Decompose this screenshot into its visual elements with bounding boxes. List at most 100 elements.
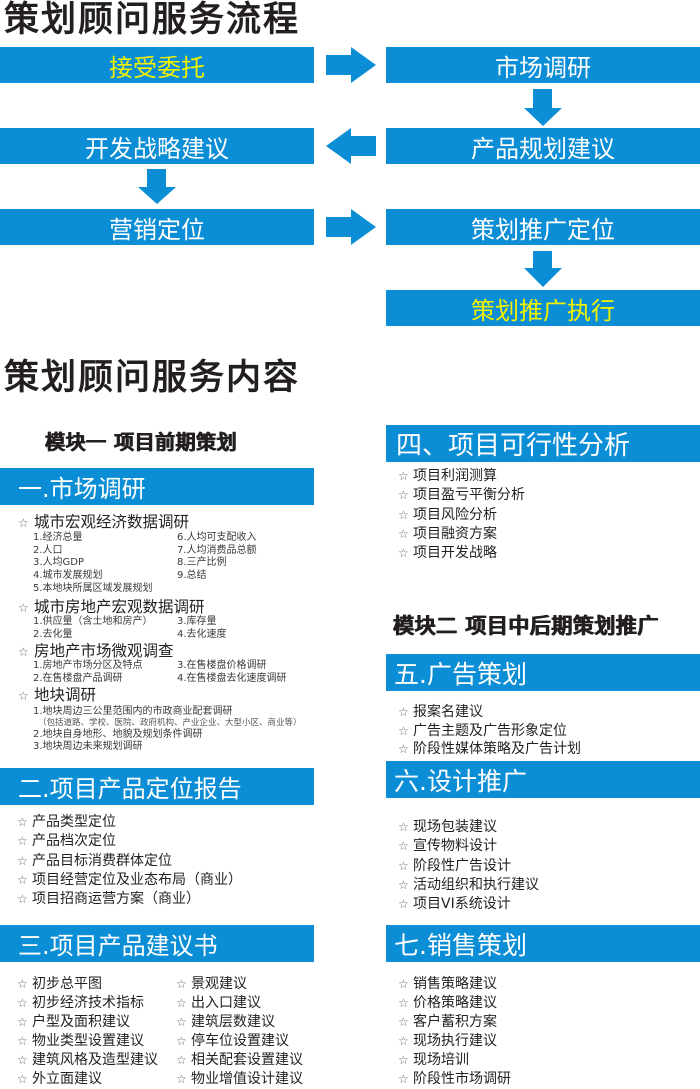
- star-icon: ☆: [398, 1034, 409, 1048]
- list-item: ☆客户蓄积方案: [398, 1014, 497, 1030]
- arrow-down-icon: [524, 251, 562, 287]
- sub-item: 6.人均可支配收入: [177, 532, 257, 543]
- list-item: ☆相关配套设置建议: [176, 1052, 303, 1068]
- list-item: ☆现场培训: [398, 1052, 469, 1068]
- list-item: ☆现场包装建议: [398, 818, 539, 837]
- star-icon: ☆: [398, 1072, 409, 1086]
- section-product-proposal-list-right: ☆景观建议 ☆出入口建议 ☆建筑层数建议 ☆停车位设置建议 ☆相关配套设置建议 …: [176, 975, 303, 1089]
- flow-step-marketing-positioning: 营销定位: [0, 209, 314, 245]
- arrow-down-icon: [138, 169, 176, 204]
- list-item: ☆现场执行建议: [398, 1033, 497, 1049]
- star-icon: ☆: [17, 1053, 28, 1067]
- list-item: ☆建筑风格及造型建议: [17, 1052, 158, 1068]
- section-design-promotion-header: 六.设计推广: [386, 761, 700, 798]
- section-feasibility-header: 四、项目可行性分析: [386, 425, 700, 462]
- list-item: ☆产品档次定位: [17, 832, 242, 851]
- list-item: ☆项目开发战略: [398, 544, 525, 563]
- list-item: ☆销售策略建议: [398, 976, 497, 992]
- list-item: ☆广告主题及广告形象定位: [398, 722, 567, 739]
- star-icon: ☆: [17, 853, 28, 868]
- sub-item: 4.去化速度: [177, 629, 227, 640]
- star-icon: ☆: [398, 507, 409, 522]
- list-item: ☆项目融资方案: [398, 525, 525, 544]
- star-icon: ☆: [17, 892, 28, 907]
- arrow-right-icon: [326, 47, 376, 83]
- section-product-proposal-header: 三.项目产品建议书: [0, 925, 314, 962]
- section-sales-planning-list: ☆销售策略建议 ☆价格策略建议 ☆客户蓄积方案 ☆现场执行建议 ☆现场培训 ☆阶…: [398, 975, 511, 1089]
- sub-item: 5.本地块所属区域发展规划: [33, 583, 153, 594]
- section-design-promotion-list: ☆现场包装建议 ☆宣传物料设计 ☆阶段性广告设计 ☆活动组织和执行建议 ☆项目V…: [398, 818, 539, 914]
- section-advertising-list: ☆报案名建议 ☆广告主题及广告形象定位 ☆阶段性媒体策略及广告计划: [398, 703, 581, 759]
- flow-step-development-strategy: 开发战略建议: [0, 128, 314, 164]
- list-item: ☆阶段性广告设计: [398, 857, 539, 876]
- star-icon: ☆: [176, 977, 187, 991]
- list-item: ☆物业类型设置建议: [17, 1033, 144, 1049]
- star-icon: ☆: [398, 897, 409, 912]
- star-icon: ☆: [176, 1053, 187, 1067]
- flow-title: 策划顾问服务流程: [4, 0, 301, 40]
- module2-title: 模块二 项目中后期策划推广: [393, 614, 659, 638]
- star-icon: ☆: [398, 996, 409, 1010]
- star-icon: ☆: [17, 996, 28, 1010]
- flow-step-promotion-execution: 策划推广执行: [386, 290, 700, 326]
- section-product-proposal-list-left: ☆初步总平图 ☆初步经济技术指标 ☆户型及面积建议 ☆物业类型设置建议 ☆建筑风…: [17, 975, 158, 1089]
- star-icon: ☆: [17, 1015, 28, 1029]
- arrow-down-icon: [524, 89, 562, 126]
- list-item: ☆外立面建议: [17, 1071, 102, 1087]
- list-item: ☆产品类型定位: [17, 813, 242, 832]
- star-icon: ☆: [18, 689, 29, 703]
- star-icon: ☆: [176, 1072, 187, 1086]
- star-icon: ☆: [398, 839, 409, 854]
- flow-step-market-research: 市场调研: [386, 47, 700, 83]
- list-item: ☆报案名建议: [398, 704, 483, 720]
- star-icon: ☆: [398, 723, 409, 738]
- list-item: ☆活动组织和执行建议: [398, 876, 539, 895]
- star-icon: ☆: [17, 872, 28, 887]
- star-icon: ☆: [17, 815, 28, 829]
- flow-step-accept-commission: 接受委托: [0, 47, 314, 83]
- star-icon: ☆: [17, 1034, 28, 1048]
- sub-item: 9.总结: [177, 570, 207, 581]
- section-feasibility-list: ☆项目利润测算 ☆项目盈亏平衡分析 ☆项目风险分析 ☆项目融资方案 ☆项目开发战…: [398, 467, 525, 563]
- star-icon: ☆: [398, 546, 409, 561]
- list-item: ☆户型及面积建议: [17, 1014, 130, 1030]
- list-item: ☆项目VI系统设计: [398, 895, 539, 914]
- content-title: 策划顾问服务内容: [4, 358, 301, 398]
- group-heading: ☆地块调研: [18, 686, 97, 704]
- section-advertising-header: 五.广告策划: [386, 654, 700, 691]
- star-icon: ☆: [398, 1015, 409, 1029]
- section-sales-planning-header: 七.销售策划: [386, 925, 700, 962]
- sub-item: 1.供应量（含土地和房产）: [33, 616, 153, 627]
- list-item: ☆项目招商运营方案（商业）: [17, 890, 242, 909]
- sub-item: 8.三产比例: [177, 557, 227, 568]
- list-item: ☆初步总平图: [17, 976, 102, 992]
- star-icon: ☆: [398, 488, 409, 503]
- sub-item: 2.地块自身地形、地貌及规划条件调研: [33, 729, 203, 740]
- group-heading: ☆房地产市场微观调查: [18, 642, 174, 660]
- list-item: ☆停车位设置建议: [176, 1033, 289, 1049]
- arrow-right-icon: [326, 209, 376, 245]
- list-item: ☆出入口建议: [176, 995, 261, 1011]
- sub-item: 3.库存量: [177, 616, 217, 627]
- list-item: ☆价格策略建议: [398, 995, 497, 1011]
- list-item: ☆阶段性媒体策略及广告计划: [398, 741, 581, 757]
- star-icon: ☆: [398, 705, 409, 719]
- sub-item: 4.城市发展规划: [33, 570, 103, 581]
- star-icon: ☆: [18, 516, 29, 530]
- star-icon: ☆: [176, 1015, 187, 1029]
- sub-item: 1.地块周边三公里范围内的市政商业配套调研: [33, 706, 233, 717]
- star-icon: ☆: [398, 858, 409, 873]
- list-item: ☆建筑层数建议: [176, 1014, 275, 1030]
- flow-step-promotion-positioning: 策划推广定位: [386, 209, 700, 245]
- star-icon: ☆: [398, 1053, 409, 1067]
- sub-item: 2.去化量: [33, 629, 73, 640]
- section-product-positioning-list: ☆产品类型定位 ☆产品档次定位 ☆产品目标消费群体定位 ☆项目经营定位及业态布局…: [17, 813, 242, 909]
- flow-step-product-planning: 产品规划建议: [386, 128, 700, 164]
- sub-item: 3.地块周边未来规划调研: [33, 741, 143, 752]
- list-item: ☆初步经济技术指标: [17, 995, 144, 1011]
- sub-item: 3.在售楼盘价格调研: [177, 660, 267, 671]
- sub-item: 1.房地产市场分区及特点: [33, 660, 143, 671]
- list-item: ☆宣传物料设计: [398, 837, 539, 856]
- sub-item: 4.在售楼盘去化速度调研: [177, 673, 287, 684]
- star-icon: ☆: [176, 1034, 187, 1048]
